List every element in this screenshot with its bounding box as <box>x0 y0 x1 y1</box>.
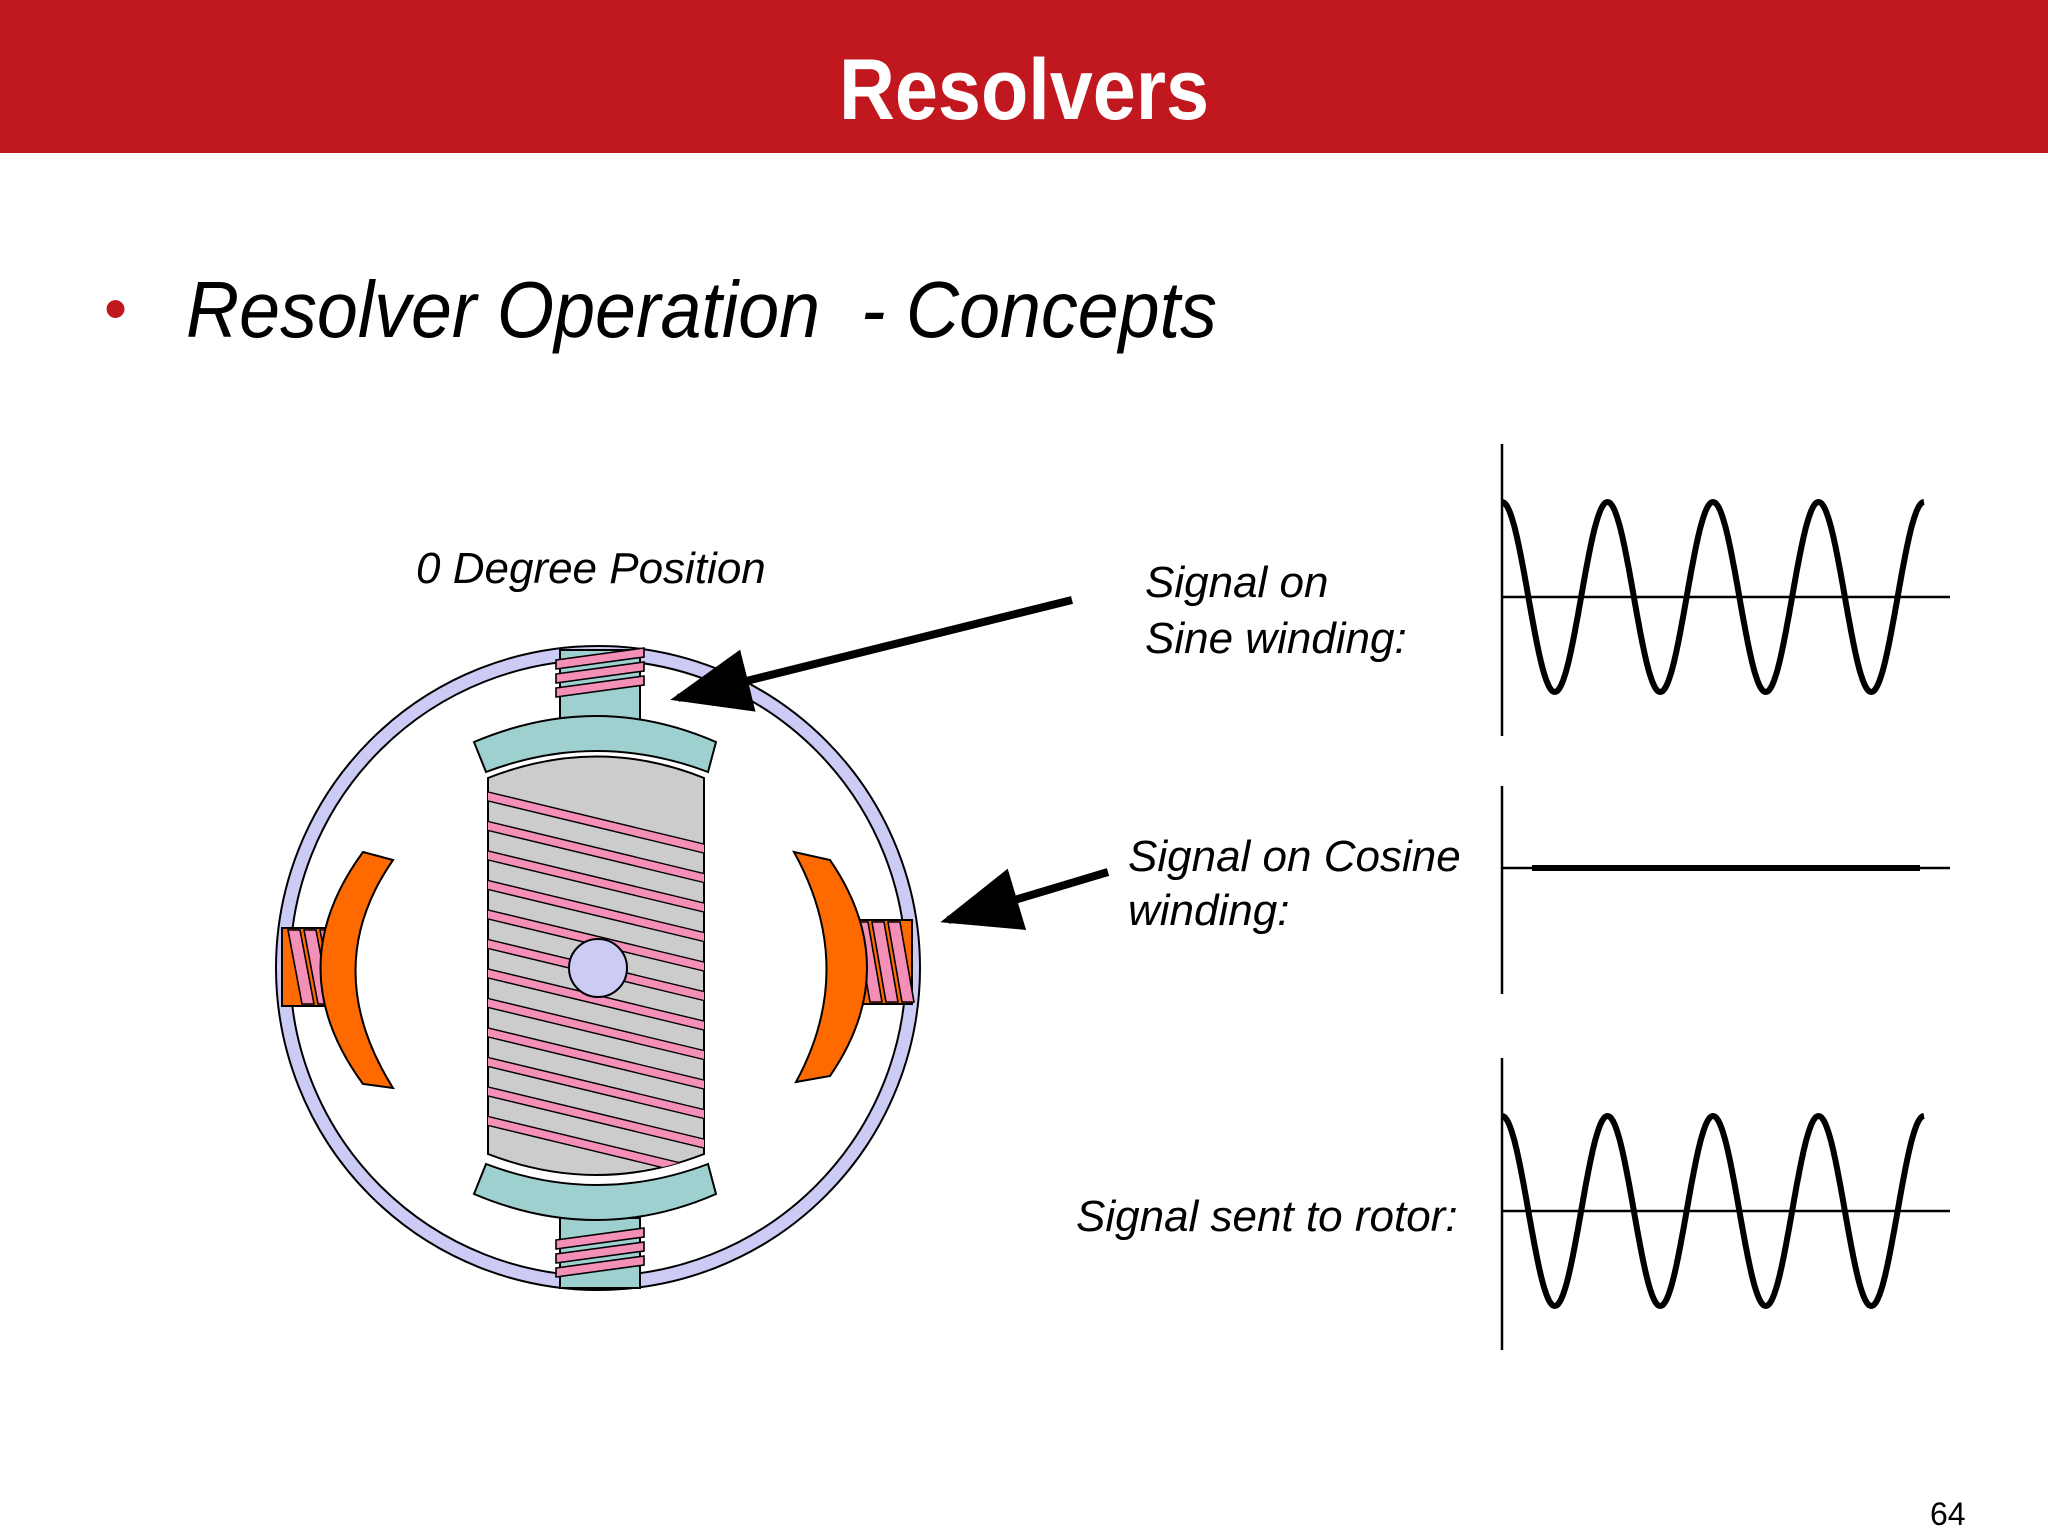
cosine-winding-arrow <box>940 868 1110 930</box>
sine-signal-plot <box>1500 444 1950 736</box>
title-bar <box>0 0 2048 153</box>
rotor-signal-plot <box>1500 1058 1950 1350</box>
rotor-winding-turn <box>488 789 704 856</box>
rotor-winding-turn <box>488 995 704 1063</box>
sine-winding-arrow <box>670 596 1073 712</box>
sine-winding-label-line1: Signal on <box>1145 558 1329 607</box>
rotor-signal-wave <box>1501 1112 1925 1310</box>
rotor-winding-turn <box>488 1113 704 1175</box>
zero-degree-position-label: 0 Degree Position <box>416 544 766 593</box>
left-pole-piece <box>319 850 395 1090</box>
sine-signal-wave <box>1501 498 1925 696</box>
bottom-pole-piece <box>472 1162 718 1221</box>
rotor-winding-turn <box>488 1084 704 1151</box>
rotor-signal-label: Signal sent to rotor: <box>1076 1192 1458 1241</box>
cosine-winding-label-line1: Signal on Cosine <box>1128 832 1461 881</box>
cosine-winding-label-line2: winding: <box>1128 886 1290 935</box>
right-pole-piece <box>792 850 868 1084</box>
sine-winding-bottom <box>555 1217 645 1289</box>
rotor-winding-turn <box>488 848 704 915</box>
sine-winding-label-line2: Sine winding: <box>1145 614 1407 663</box>
rotor-winding-turn <box>488 818 704 886</box>
slide-title: Resolvers <box>838 42 1210 138</box>
bullet-point-icon: • <box>104 271 128 345</box>
page-number: 64 <box>1930 1496 1966 1532</box>
bullet-text: Resolver Operation - Concepts <box>186 265 1217 354</box>
sine-winding-top <box>555 647 645 721</box>
rotor-winding-turn <box>488 1054 704 1122</box>
rotor-winding <box>488 789 704 1175</box>
rotor <box>487 755 705 1176</box>
rotor-winding-turn <box>488 966 704 1033</box>
rotor-winding-turn <box>488 1025 704 1092</box>
rotor-shaft <box>568 938 628 998</box>
top-pole-piece <box>472 715 718 774</box>
rotor-winding-turn <box>488 877 704 945</box>
cosine-signal-plot <box>1500 786 1950 994</box>
